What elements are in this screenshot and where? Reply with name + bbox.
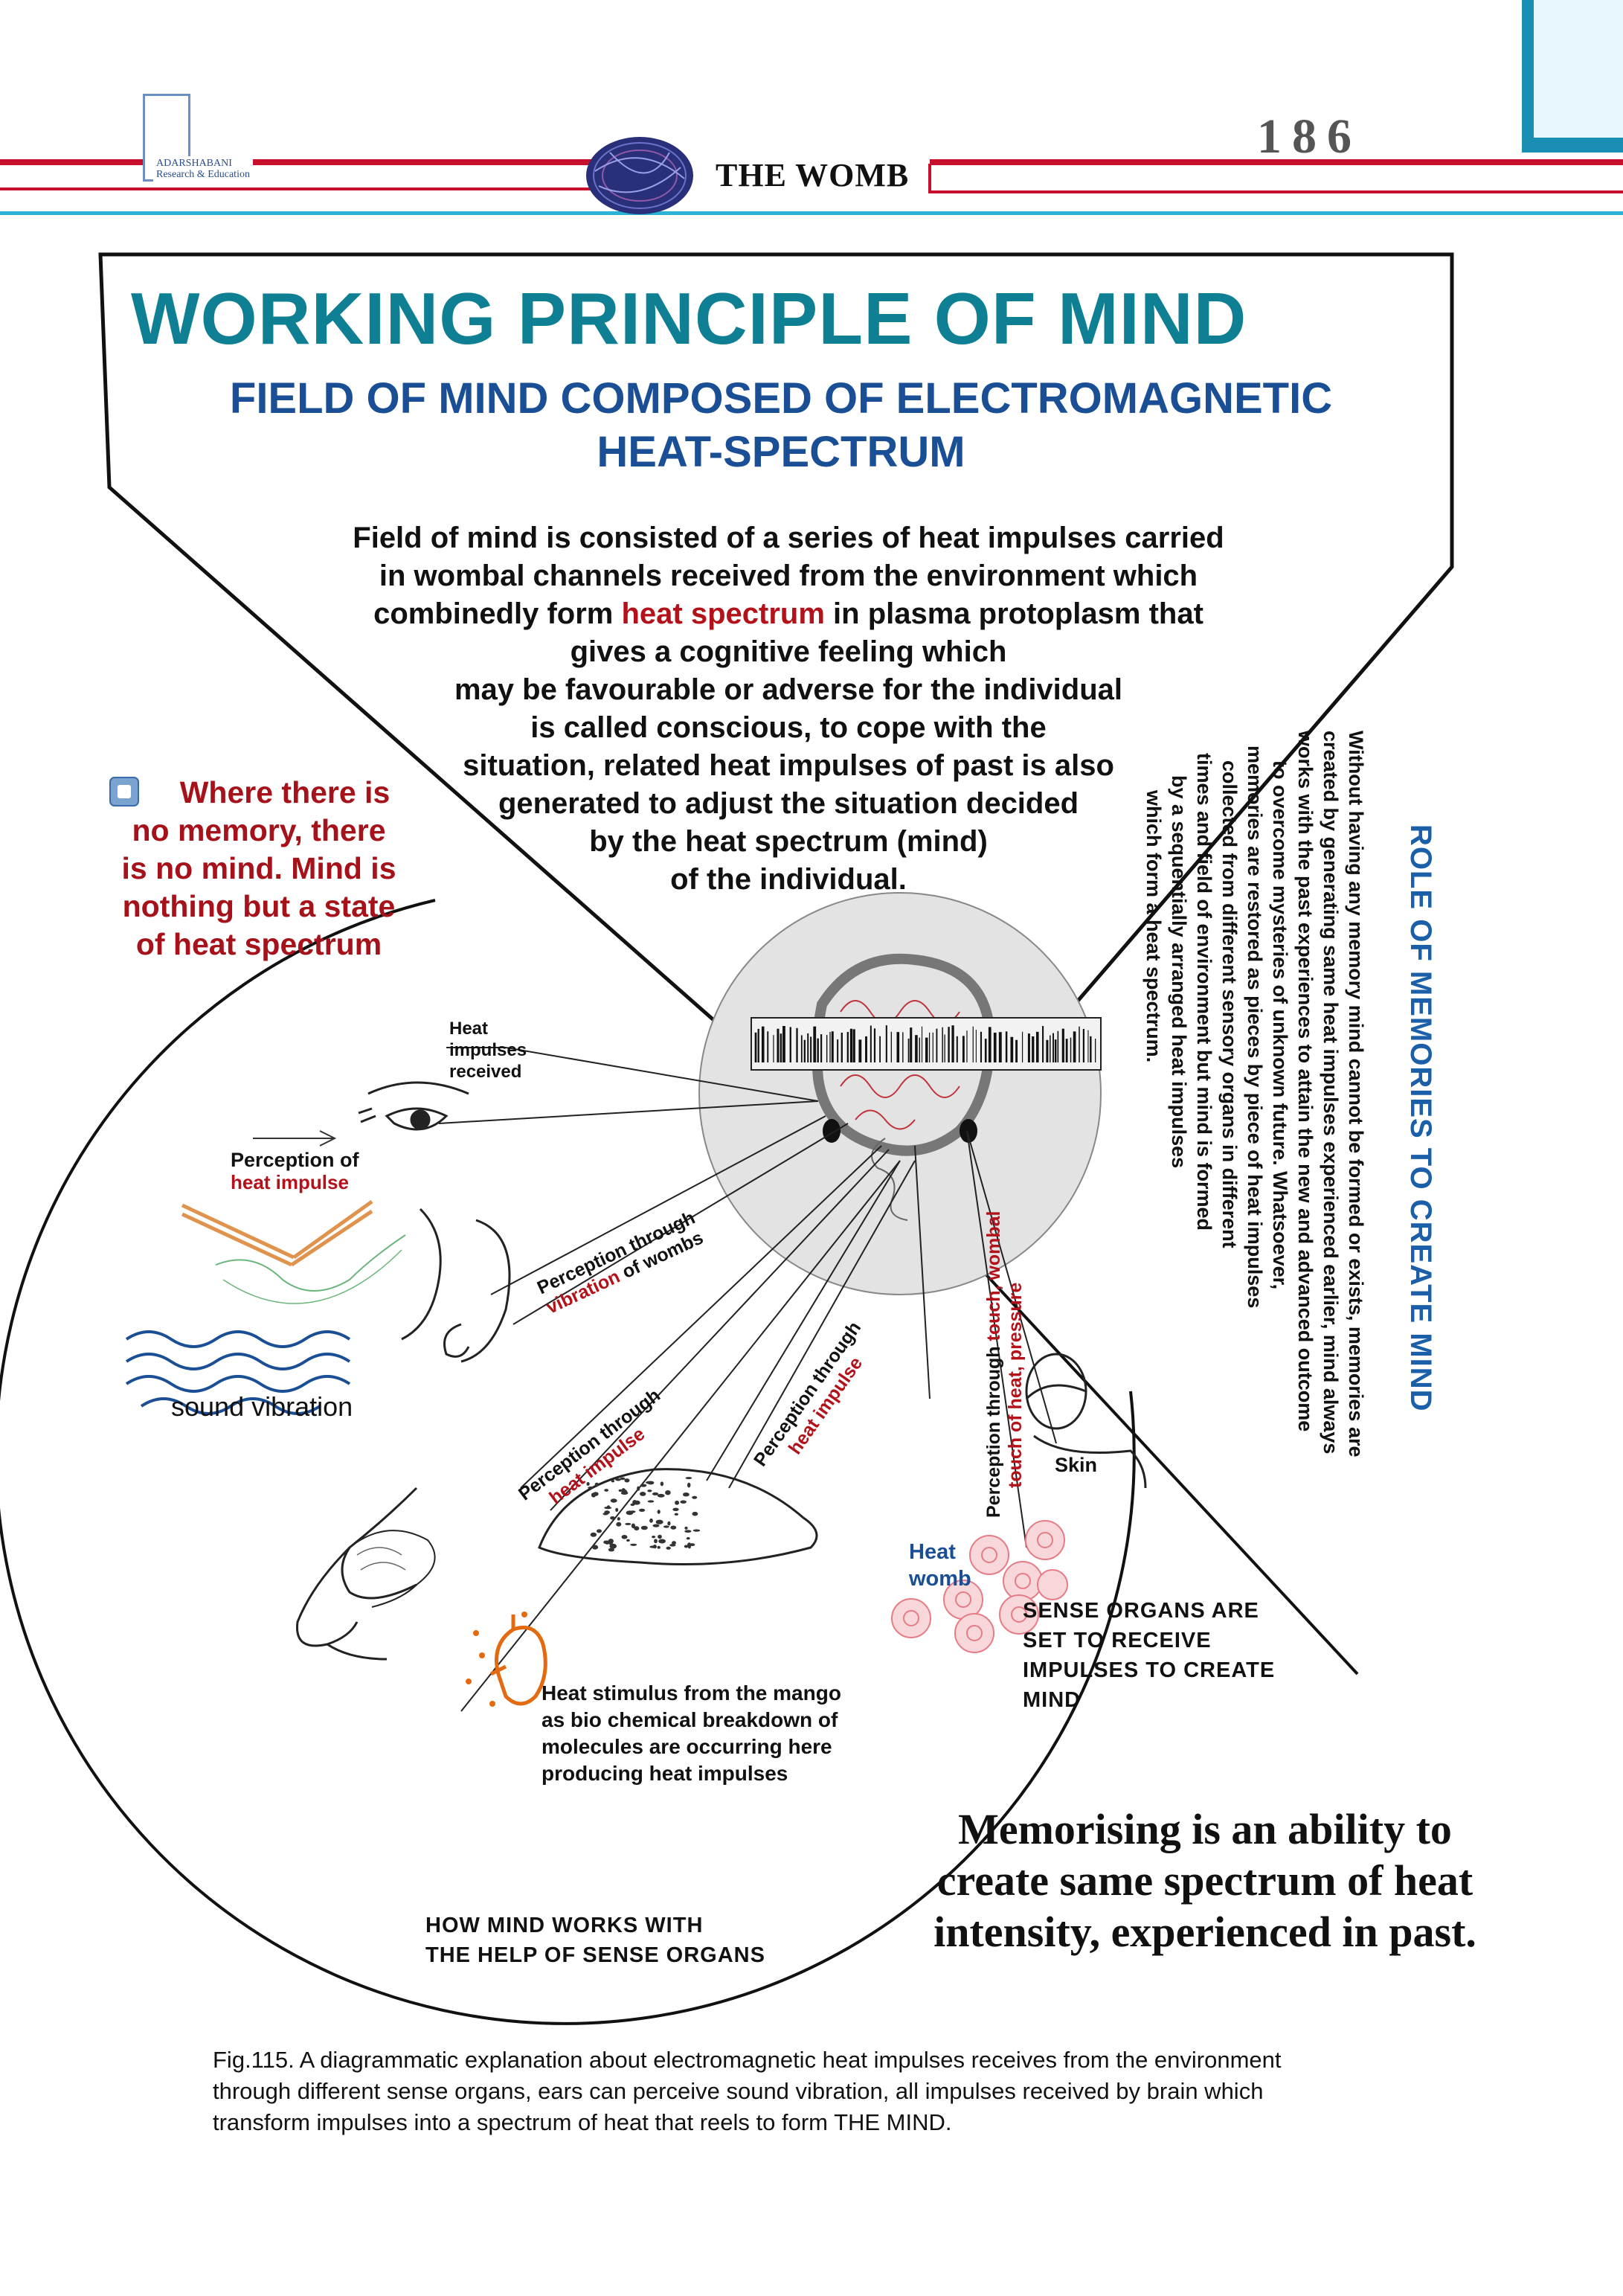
subtitle: FIELD OF MIND COMPOSED OF ELECTROMAGNETI… xyxy=(126,372,1436,479)
body-line: of the individual. xyxy=(670,863,907,896)
body-line: generated to adjust the situation decide… xyxy=(498,787,1079,820)
body-line: situation, related heat impulses of past… xyxy=(463,749,1114,782)
caption-line: through different sense organs, ears can… xyxy=(213,2078,1264,2104)
subtitle-line2: HEAT-SPECTRUM xyxy=(597,428,965,476)
sound-wave-icon xyxy=(125,1330,351,1415)
role-line: times and field of environment but mind … xyxy=(1193,753,1215,1231)
role-line: created by generating same heat impulses… xyxy=(1320,731,1342,1455)
tongue-sketch xyxy=(538,1468,818,1565)
note-line: nothing but a state xyxy=(122,889,396,923)
role-line: to overcome mysteries of unknown future.… xyxy=(1269,760,1291,1290)
womb-ball-icon xyxy=(586,137,693,214)
note-line: MIND xyxy=(1023,1688,1082,1712)
page-number: 186 xyxy=(1257,109,1362,164)
role-of-memories-text: Without having any memory mind cannot be… xyxy=(1141,731,1369,1457)
caption-line: Fig.115. A diagrammatic explanation abou… xyxy=(213,2047,1282,2073)
face-sketch xyxy=(296,1081,511,1661)
body-line: is called conscious, to cope with the xyxy=(530,711,1047,744)
subtitle-line1: FIELD OF MIND COMPOSED OF ELECTROMAGNETI… xyxy=(229,374,1333,423)
page-title: WORKING PRINCIPLE OF MIND xyxy=(131,278,1247,359)
note-line: no memory, there xyxy=(132,813,386,847)
label-line: Heat xyxy=(449,1019,489,1039)
how-mind-works-label: HOW MIND WORKS WITH THE HELP OF SENSE OR… xyxy=(425,1911,765,1970)
role-line: Without having any memory mind cannot be… xyxy=(1345,731,1367,1458)
role-line: collected from different sensory organs … xyxy=(1218,760,1241,1248)
label-line: producing heat impulses xyxy=(541,1762,788,1785)
sound-vibration-label: sound vibration xyxy=(171,1391,353,1422)
sense-organs-note: SENSE ORGANS ARE SET TO RECEIVE IMPULSES… xyxy=(1023,1596,1275,1715)
note-line: SET TO RECEIVE xyxy=(1023,1629,1212,1652)
label-line: heat impulse xyxy=(231,1171,349,1193)
note-line: Where there is xyxy=(179,775,391,809)
note-line: of heat spectrum xyxy=(135,927,382,961)
body-line: Field of mind is consisted of a series o… xyxy=(353,522,1224,554)
label-text: Perception through xyxy=(983,1341,1004,1518)
brain-circle xyxy=(698,892,1102,1295)
logo-line1: ADARSHABANI xyxy=(156,158,232,169)
header-title: THE WOMB xyxy=(716,157,910,193)
label-line: Heat xyxy=(909,1540,956,1564)
label-line: Perception of xyxy=(231,1149,359,1171)
memory-note: Where there is no memory, there is no mi… xyxy=(95,774,422,963)
label-line: Heat stimulus from the mango xyxy=(541,1681,841,1705)
perception-heat-label: Perception of heat impulse xyxy=(231,1149,359,1194)
logo-line2: Research & Education xyxy=(156,169,250,180)
role-line: works with the past experiences to attai… xyxy=(1294,731,1317,1432)
body-paragraph: Field of mind is consisted of a series o… xyxy=(327,519,1250,899)
note-line: SENSE ORGANS ARE xyxy=(1023,1599,1259,1623)
label-line: THE HELP OF SENSE ORGANS xyxy=(425,1943,765,1967)
role-of-memories-title: ROLE OF MEMORIES TO CREATE MIND xyxy=(1404,824,1437,1412)
header-cyan-line xyxy=(0,211,1623,215)
impulse-lines xyxy=(438,1047,1057,1712)
header-red-bar-right xyxy=(930,159,1623,165)
body-line: combinedly form heat spectrum in plasma … xyxy=(327,595,1250,633)
person-sketch xyxy=(1025,1353,1147,1489)
label-line: womb xyxy=(909,1567,971,1591)
body-text: in plasma protoplasm that xyxy=(824,597,1203,630)
heat-womb-label: Heat womb xyxy=(909,1539,971,1592)
memorising-statement: Memorising is an ability to create same … xyxy=(870,1803,1540,1957)
label-line: received xyxy=(449,1062,522,1082)
body-line: may be favourable or adverse for the ind… xyxy=(454,673,1123,706)
header-red-bar-left xyxy=(0,159,595,165)
role-line: by a sequentially arranged heat impulses xyxy=(1168,775,1190,1169)
label-red: touch, wombal xyxy=(983,1210,1004,1341)
figure-caption: Fig.115. A diagrammatic explanation abou… xyxy=(213,2045,1522,2138)
skin-label: Skin xyxy=(1055,1454,1098,1476)
mango-icon xyxy=(489,1614,547,1706)
label-line: impulses xyxy=(449,1040,527,1060)
touch-perception-label: Perception through touch, wombal touch o… xyxy=(983,1211,1026,1519)
heat-rays xyxy=(181,1199,373,1267)
memo-line: Memorising is an ability to xyxy=(958,1805,1452,1853)
label-red: touch of heat, pressure xyxy=(1005,1282,1026,1488)
memo-line: intensity, experienced in past. xyxy=(933,1908,1476,1956)
body-line: gives a cognitive feeling which xyxy=(570,635,1007,668)
body-line: in wombal channels received from the env… xyxy=(379,559,1198,592)
label-line: HOW MIND WORKS WITH xyxy=(425,1914,704,1937)
label-line: molecules are occurring here xyxy=(541,1735,832,1758)
heat-womb-icon xyxy=(891,1520,1068,1653)
role-line: which form a heat spectrum. xyxy=(1142,790,1165,1063)
note-line: is no mind. Mind is xyxy=(121,851,396,885)
sense-circle xyxy=(0,899,1136,2025)
role-line: memories are restored as pieces by piece… xyxy=(1244,745,1266,1309)
memo-line: create same spectrum of heat xyxy=(936,1856,1473,1905)
heat-impulses-label: Heat impulses received xyxy=(449,1018,527,1083)
logo: ADARSHABANI Research & Education xyxy=(153,156,253,182)
body-line: by the heat spectrum (mind) xyxy=(589,825,988,858)
caption-line: transform impulses into a spectrum of he… xyxy=(213,2109,952,2135)
heat-spectrum-highlight: heat spectrum xyxy=(621,597,825,630)
mango-label: Heat stimulus from the mango as bio chem… xyxy=(541,1680,841,1787)
label-line: as bio chemical breakdown of xyxy=(541,1708,838,1731)
body-text: combinedly form xyxy=(373,597,622,630)
note-line: IMPULSES TO CREATE xyxy=(1023,1658,1276,1682)
